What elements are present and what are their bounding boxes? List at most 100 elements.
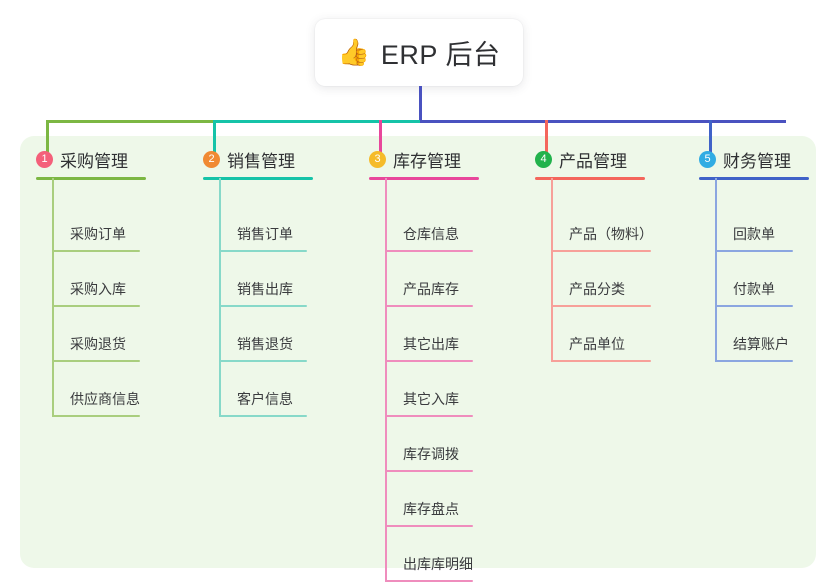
leaf-item-label: 其它入库: [403, 391, 459, 407]
branch-number-badge: 4: [535, 150, 552, 168]
leaf-underline: [219, 305, 307, 307]
branches-panel: [20, 136, 816, 568]
leaf-item-label: 客户信息: [237, 391, 293, 407]
leaf-underline: [551, 360, 651, 362]
leaf-item[interactable]: 销售订单: [219, 216, 307, 254]
branch-number-badge: 3: [369, 150, 386, 168]
leaf-item[interactable]: 供应商信息: [52, 381, 140, 419]
branch-number-badge: 1: [36, 150, 53, 168]
leaf-item[interactable]: 产品库存: [385, 271, 473, 309]
leaf-item-label: 库存盘点: [403, 501, 459, 517]
branch-label: 财务管理: [723, 151, 791, 171]
leaf-item-label: 产品分类: [569, 281, 625, 297]
leaf-item-label: 付款单: [733, 281, 775, 297]
leaf-item-label: 销售退货: [237, 336, 293, 352]
branch-spine: [551, 178, 553, 362]
leaf-underline: [219, 360, 307, 362]
leaf-item[interactable]: 销售出库: [219, 271, 307, 309]
leaf-item-label: 产品（物料）: [569, 226, 653, 242]
branch-column-采购管理: 1 采购管理采购订单采购入库采购退货供应商信息: [36, 148, 146, 417]
branch-number-badge: 2: [203, 150, 220, 168]
leaf-underline: [551, 250, 651, 252]
leaf-item-label: 结算账户: [733, 336, 789, 352]
leaf-item[interactable]: 其它出库: [385, 326, 473, 364]
leaf-item-label: 销售订单: [237, 226, 293, 242]
branch-column-产品管理: 4 产品管理产品（物料） 产品分类产品单位: [535, 148, 653, 362]
branch-column-库存管理: 3 库存管理仓库信息产品库存其它出库其它入库库存调拨库存盘点出库库明细: [369, 148, 479, 582]
branch-drop-2: [213, 120, 216, 158]
leaf-item-label: 采购退货: [70, 336, 126, 352]
branch-header-销售管理[interactable]: 2 销售管理: [203, 148, 295, 171]
leaf-underline: [385, 250, 473, 252]
leaf-item[interactable]: 其它入库: [385, 381, 473, 419]
branch-label: 库存管理: [393, 151, 461, 171]
leaf-underline: [219, 250, 307, 252]
branch-underline: [203, 177, 313, 180]
leaf-item-label: 出库库明细: [403, 556, 473, 572]
leaf-underline: [219, 415, 307, 417]
leaf-item[interactable]: 产品（物料）: [551, 216, 653, 254]
leaf-item[interactable]: 销售退货: [219, 326, 307, 364]
leaf-item[interactable]: 付款单: [715, 271, 793, 309]
branch-drop-3: [379, 120, 382, 158]
leaf-item-label: 回款单: [733, 226, 775, 242]
branch-header-采购管理[interactable]: 1 采购管理: [36, 148, 128, 171]
leaf-item[interactable]: 采购入库: [52, 271, 140, 309]
leaf-underline: [52, 250, 140, 252]
branch-underline: [369, 177, 479, 180]
leaf-underline: [551, 305, 651, 307]
root-node[interactable]: 👍 ERP 后台: [315, 19, 523, 86]
leaf-item[interactable]: 仓库信息: [385, 216, 473, 254]
leaf-item[interactable]: 结算账户: [715, 326, 793, 364]
leaf-underline: [52, 415, 140, 417]
branch-underline: [36, 177, 146, 180]
branch-label: 销售管理: [227, 151, 295, 171]
leaf-underline: [385, 580, 473, 582]
leaf-underline: [715, 305, 793, 307]
branch-underline: [699, 177, 809, 180]
branch-drop-1: [46, 120, 49, 158]
leaf-item[interactable]: 客户信息: [219, 381, 307, 419]
thumbs-up-icon: 👍: [337, 37, 370, 68]
leaf-item[interactable]: 库存调拨: [385, 436, 473, 474]
leaf-underline: [385, 305, 473, 307]
leaf-item[interactable]: 出库库明细: [385, 546, 473, 584]
leaf-item-label: 仓库信息: [403, 226, 459, 242]
branch-column-销售管理: 2 销售管理销售订单销售出库销售退货客户信息: [203, 148, 313, 417]
branch-header-财务管理[interactable]: 5 财务管理: [699, 148, 791, 171]
leaf-item-label: 库存调拨: [403, 446, 459, 462]
bus-segment-1: [46, 120, 216, 123]
branch-spine: [715, 178, 717, 362]
branch-spine: [219, 178, 221, 417]
leaf-item[interactable]: 产品单位: [551, 326, 651, 364]
branch-label: 采购管理: [60, 151, 128, 171]
leaf-item[interactable]: 采购退货: [52, 326, 140, 364]
leaf-item-label: 供应商信息: [70, 391, 140, 407]
leaf-item[interactable]: 产品分类: [551, 271, 651, 309]
leaf-item-label: 采购入库: [70, 281, 126, 297]
branch-underline: [535, 177, 645, 180]
leaf-item-label: 其它出库: [403, 336, 459, 352]
leaf-underline: [52, 305, 140, 307]
branch-header-产品管理[interactable]: 4 产品管理: [535, 148, 627, 171]
leaf-item-label: 产品库存: [403, 281, 459, 297]
leaf-item-label: 销售出库: [237, 281, 293, 297]
root-node-label: ERP 后台: [380, 40, 501, 70]
leaf-underline: [715, 360, 793, 362]
branch-spine: [52, 178, 54, 417]
leaf-item-label: 采购订单: [70, 226, 126, 242]
leaf-underline: [385, 525, 473, 527]
branch-number-badge: 5: [699, 150, 716, 168]
branch-drop-4: [545, 120, 548, 158]
branch-header-库存管理[interactable]: 3 库存管理: [369, 148, 461, 171]
leaf-item[interactable]: 库存盘点: [385, 491, 473, 529]
bus-segment-3: [420, 120, 786, 123]
leaf-underline: [385, 415, 473, 417]
leaf-item[interactable]: 采购订单: [52, 216, 140, 254]
root-stem: [419, 86, 422, 122]
branch-column-财务管理: 5 财务管理回款单付款单结算账户: [699, 148, 809, 362]
leaf-item[interactable]: 回款单: [715, 216, 793, 254]
leaf-underline: [52, 360, 140, 362]
branch-label: 产品管理: [559, 151, 627, 171]
